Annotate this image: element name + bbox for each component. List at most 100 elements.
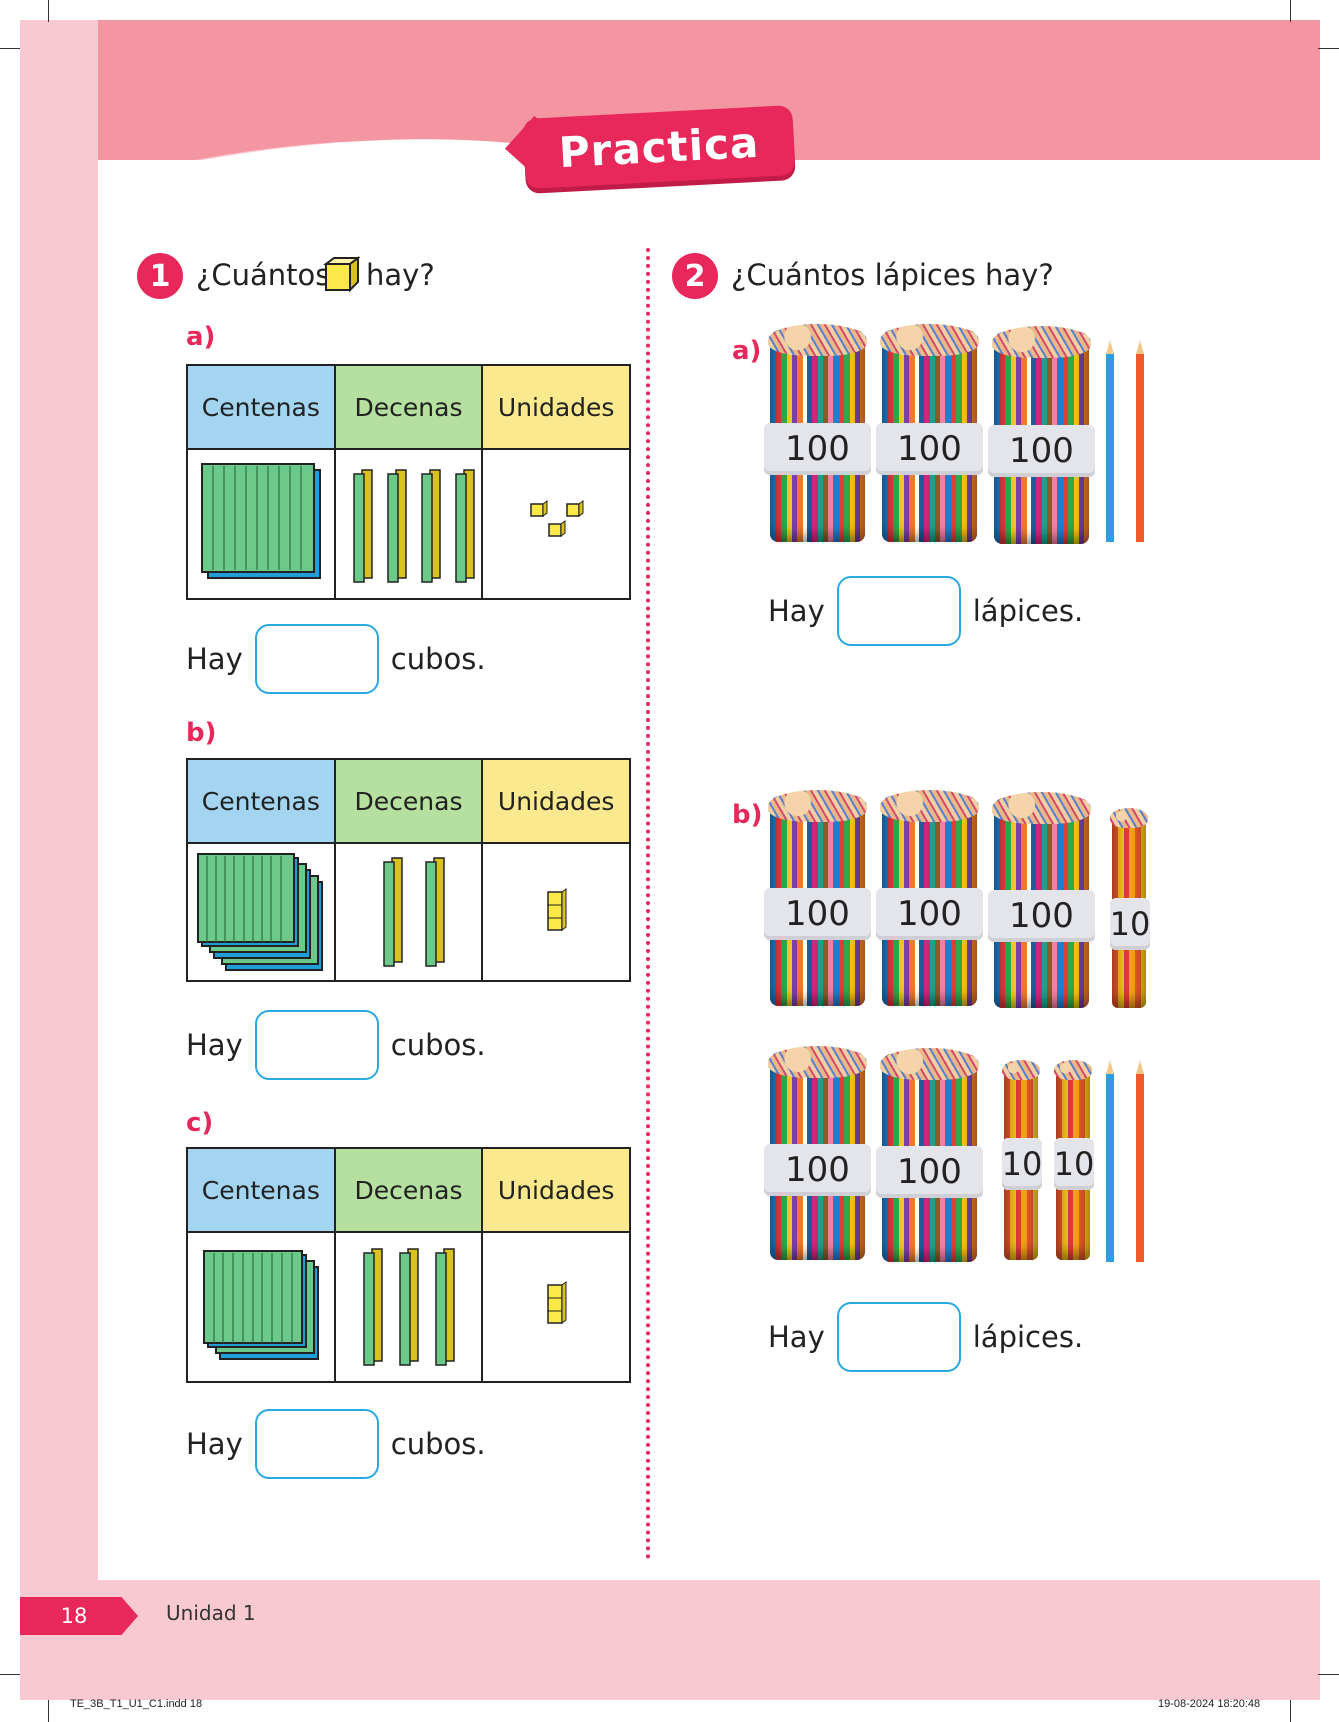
ten-rod (420, 469, 441, 583)
bundle-label: 100 (988, 890, 1095, 943)
ten-rod (434, 1248, 455, 1366)
part-1c-label: c) (186, 1108, 214, 1138)
header-decenas: Decenas (333, 366, 482, 448)
answer-suffix: lápices. (972, 1320, 1084, 1354)
slug-file: TE_3B_T1_U1_C1.indd 18 (70, 1698, 203, 1710)
answer-line-2b: Hay lápices. (768, 1302, 1083, 1372)
pencil-bundle-100: 100 (764, 790, 871, 1006)
crop-mark (0, 48, 20, 49)
unit-cubes (530, 500, 584, 537)
ten-rod (382, 857, 403, 967)
units-cell (481, 844, 629, 980)
header-centenas: Centenas (188, 760, 334, 842)
ten-rod (386, 469, 407, 583)
column-divider (646, 248, 650, 1560)
crop-mark (1318, 1674, 1339, 1675)
answer-box-2a[interactable] (836, 576, 961, 646)
answer-box-1c[interactable] (254, 1409, 379, 1479)
ten-rod (362, 1248, 383, 1366)
hundreds-cell (188, 450, 334, 598)
crop-mark (1290, 0, 1291, 22)
bundle-label: 100 (988, 425, 1095, 478)
unit-cube (548, 520, 566, 537)
ten-rod (424, 857, 445, 967)
slug-date: 19-08-2024 18:20:48 (1158, 1698, 1261, 1710)
ten-rod (352, 469, 373, 583)
hundred-flat (201, 463, 321, 579)
ten-rod (454, 469, 475, 583)
page-number: 18 (20, 1597, 138, 1635)
single-pencil (1106, 1060, 1114, 1262)
question-2-number: 2 (672, 253, 718, 299)
part-1a-label: a) (186, 322, 216, 352)
answer-suffix: cubos. (390, 1028, 486, 1062)
ten-rod (398, 1248, 419, 1366)
answer-box-2b[interactable] (836, 1302, 961, 1372)
pencil-bundle-100: 100 (764, 324, 871, 542)
header-unidades: Unidades (481, 1149, 630, 1231)
header-decenas: Decenas (333, 1149, 482, 1231)
bundle-label: 10 (1110, 898, 1150, 951)
side-background (20, 20, 98, 1630)
part-2a-label: a) (732, 336, 762, 366)
hundred-flats (197, 853, 323, 971)
bundle-label: 100 (876, 888, 983, 941)
question-1-text-before: ¿Cuántos (196, 258, 331, 292)
answer-suffix: lápices. (972, 594, 1084, 628)
tens-cell (333, 450, 482, 598)
pencil-bundle-10: 10 (1002, 1060, 1042, 1260)
question-1-text-after: hay? (366, 258, 435, 292)
crop-mark (1318, 48, 1339, 49)
crop-mark (1290, 1700, 1291, 1722)
footer-background (20, 1580, 1320, 1700)
crop-mark (0, 1674, 20, 1675)
ten-rods (352, 469, 475, 583)
bundle-label: 100 (764, 888, 871, 941)
units-cell (481, 450, 629, 598)
hundreds-cell (188, 844, 334, 980)
ten-rods (382, 857, 445, 967)
answer-suffix: cubos. (390, 1427, 486, 1461)
bundle-label: 100 (764, 423, 871, 476)
unit-cube-icon (323, 256, 360, 293)
unit-cube (566, 500, 584, 517)
place-value-table-1a: Centenas Decenas Unidades (186, 364, 631, 600)
single-pencil (1136, 340, 1144, 542)
header-centenas: Centenas (188, 366, 334, 448)
answer-prefix: Hay (768, 1320, 825, 1354)
pencil-bundle-100: 100 (764, 1046, 871, 1260)
title-banner: Practica (522, 104, 796, 190)
answer-prefix: Hay (186, 642, 243, 676)
ten-rods (362, 1248, 455, 1366)
hundreds-cell (188, 1233, 334, 1381)
pencil-bundle-10: 10 (1054, 1060, 1094, 1260)
bundle-label: 100 (876, 423, 983, 476)
part-2b-label: b) (732, 800, 763, 830)
page-title: Practica (557, 117, 761, 177)
pencil-bundle-100: 100 (876, 790, 983, 1006)
crop-mark (48, 1700, 49, 1722)
answer-prefix: Hay (186, 1028, 243, 1062)
answer-suffix: cubos. (390, 642, 486, 676)
part-1b-label: b) (186, 718, 217, 748)
single-pencil (1136, 1060, 1144, 1262)
single-pencils (1106, 1060, 1144, 1262)
answer-line-1b: Hay cubos. (186, 1010, 486, 1080)
answer-prefix: Hay (768, 594, 825, 628)
header-unidades: Unidades (481, 366, 630, 448)
tens-cell (333, 1233, 482, 1381)
unit-cube (530, 500, 548, 517)
pencil-bundle-100: 100 (988, 792, 1095, 1008)
place-value-table-1b: Centenas Decenas Unidades (186, 758, 631, 982)
bundle-label: 10 (1002, 1138, 1042, 1191)
unit-cube-stack (547, 1281, 567, 1324)
answer-box-1b[interactable] (254, 1010, 379, 1080)
header-unidades: Unidades (481, 760, 630, 842)
answer-box-1a[interactable] (254, 624, 379, 694)
bundle-label: 10 (1054, 1138, 1094, 1191)
pencil-bundle-10: 10 (1110, 808, 1150, 1008)
single-pencils (1106, 340, 1144, 542)
pencil-bundle-100: 100 (876, 1048, 983, 1262)
hundred-flats (203, 1250, 319, 1360)
question-2-text: ¿Cuántos lápices hay? (731, 258, 1054, 292)
